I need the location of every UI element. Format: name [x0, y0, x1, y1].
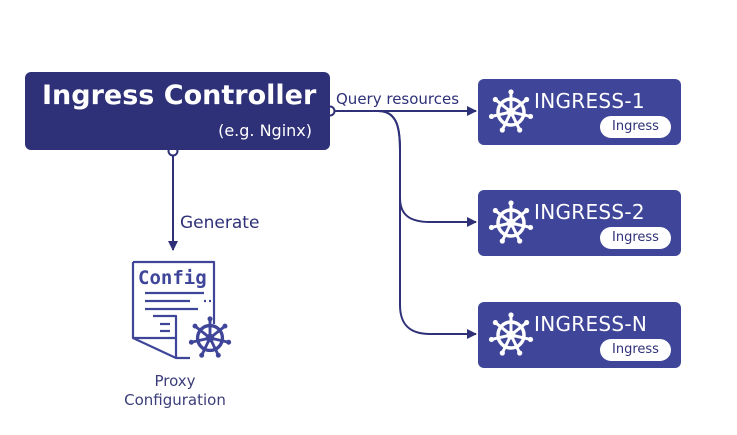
- ingress-node-name: INGRESS-2: [534, 200, 645, 224]
- ingress-controller-subtitle: (e.g. Nginx): [218, 121, 312, 140]
- proxy-caption-line2: Configuration: [124, 391, 226, 409]
- ingress-node-name: INGRESS-N: [534, 312, 648, 336]
- kubernetes-helm-wheel-icon: [488, 312, 534, 356]
- config-wheel-icon: [188, 316, 232, 358]
- query-edge-ingress-n: [330, 110, 477, 339]
- ingress-node-2: INGRESS-2 Ingress: [478, 190, 681, 256]
- ingress-node-n: INGRESS-N Ingress: [478, 302, 681, 368]
- kubernetes-helm-wheel-icon: [488, 200, 534, 244]
- ingress-controller-node: Ingress Controller (e.g. Nginx): [25, 72, 330, 150]
- ingress-kind-badge: Ingress: [600, 227, 671, 249]
- config-document-title: Config: [138, 267, 207, 289]
- ingress-node-1: INGRESS-1 Ingress: [478, 79, 681, 145]
- generate-label: Generate: [180, 213, 260, 233]
- proxy-caption-line1: Proxy: [154, 372, 196, 390]
- ingress-kind-badge: Ingress: [600, 116, 671, 138]
- proxy-configuration-caption: Proxy Configuration: [110, 372, 240, 410]
- ingress-node-name: INGRESS-1: [534, 89, 645, 113]
- query-resources-label: Query resources: [336, 90, 460, 108]
- ingress-controller-title: Ingress Controller: [42, 80, 317, 111]
- ingress-kind-badge: Ingress: [600, 339, 671, 361]
- kubernetes-helm-wheel-icon: [488, 89, 534, 133]
